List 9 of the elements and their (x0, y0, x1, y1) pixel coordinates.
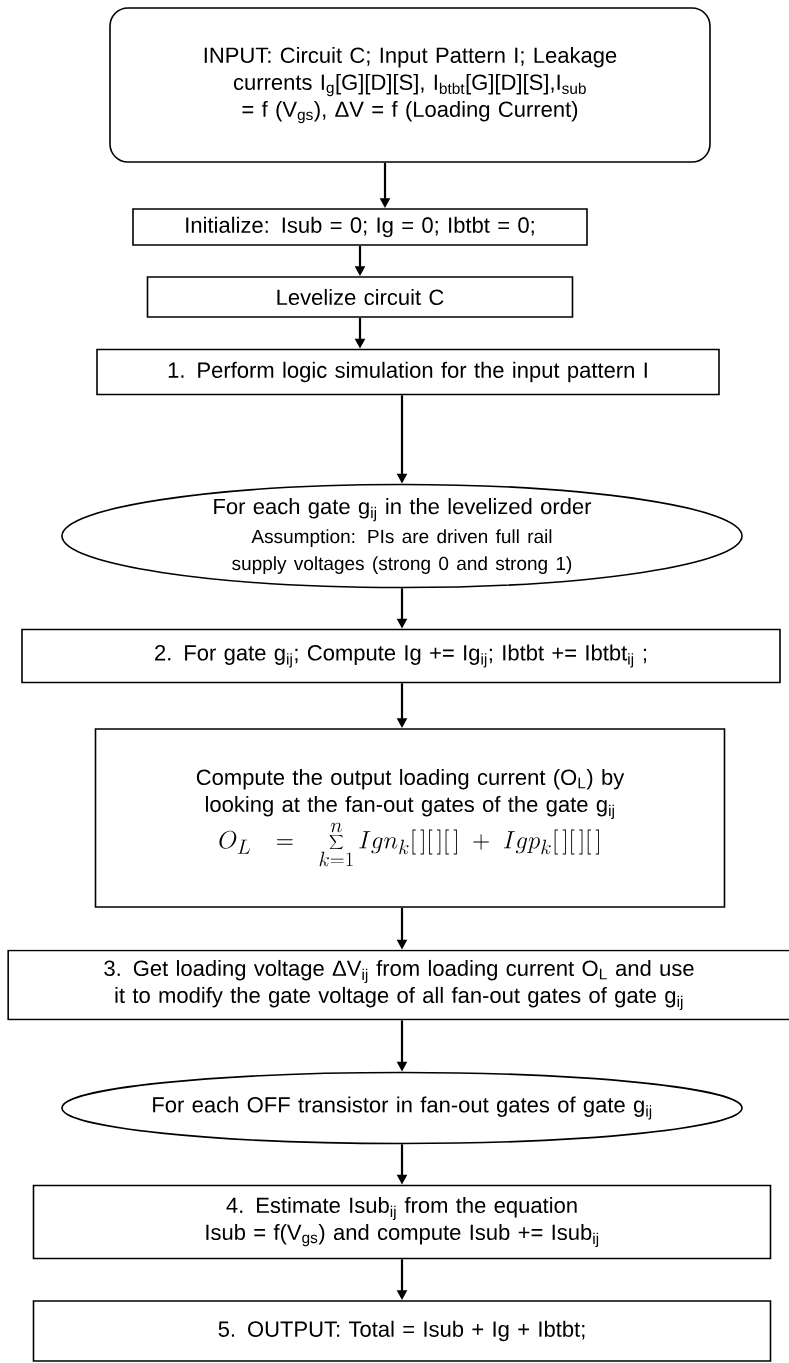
process-box: Initialize: Isub = 0; Ig = 0; Ibtbt = 0; (132, 208, 588, 246)
process-box: 1. Perform logic simulation for the input pattern I (96, 348, 720, 396)
process-box: 3. Get loading voltage ΔV$_{ij}$ from loading current O$_{L}$ and use it to modify the gate voltage of all fan-out gates of gate g$_{ij}$ (7, 949, 789, 1021)
terminal-box: INPUT: Circuit C; Input Pattern I; Leakage currents I$_{g}$[G][D][S], I$_{btbt}$[G][D][S],I$_{sub}$ = f (V$_{gs}$), ΔV = f (Loading Current) (109, 7, 711, 163)
process-box: 2. For gate g$_{ij}$; Compute Ig += Ig$_{ij}$; Ibtbt += Ibtbt$_{ij}$ ; (21, 628, 781, 684)
process-box: Compute the output loading current (O$_{L}$) by looking at the fan-out gates of the gate g$_{ij}$ $O_L = \sum_{k=1}^{n} Ign_k[\,][\,][\,] + Igp_k[\,][\,][\,]$ (94, 728, 726, 908)
process-box: 5. OUTPUT: Total = Isub + Ig + Ibtbt; (32, 1300, 772, 1362)
process-box: 4. Estimate Isub$_{ij}$ from the equation Isub = f(V$_{gs}$) and compute Isub += Isub$_{ij}$ (32, 1184, 772, 1260)
process-box: Levelize circuit C (146, 276, 574, 318)
